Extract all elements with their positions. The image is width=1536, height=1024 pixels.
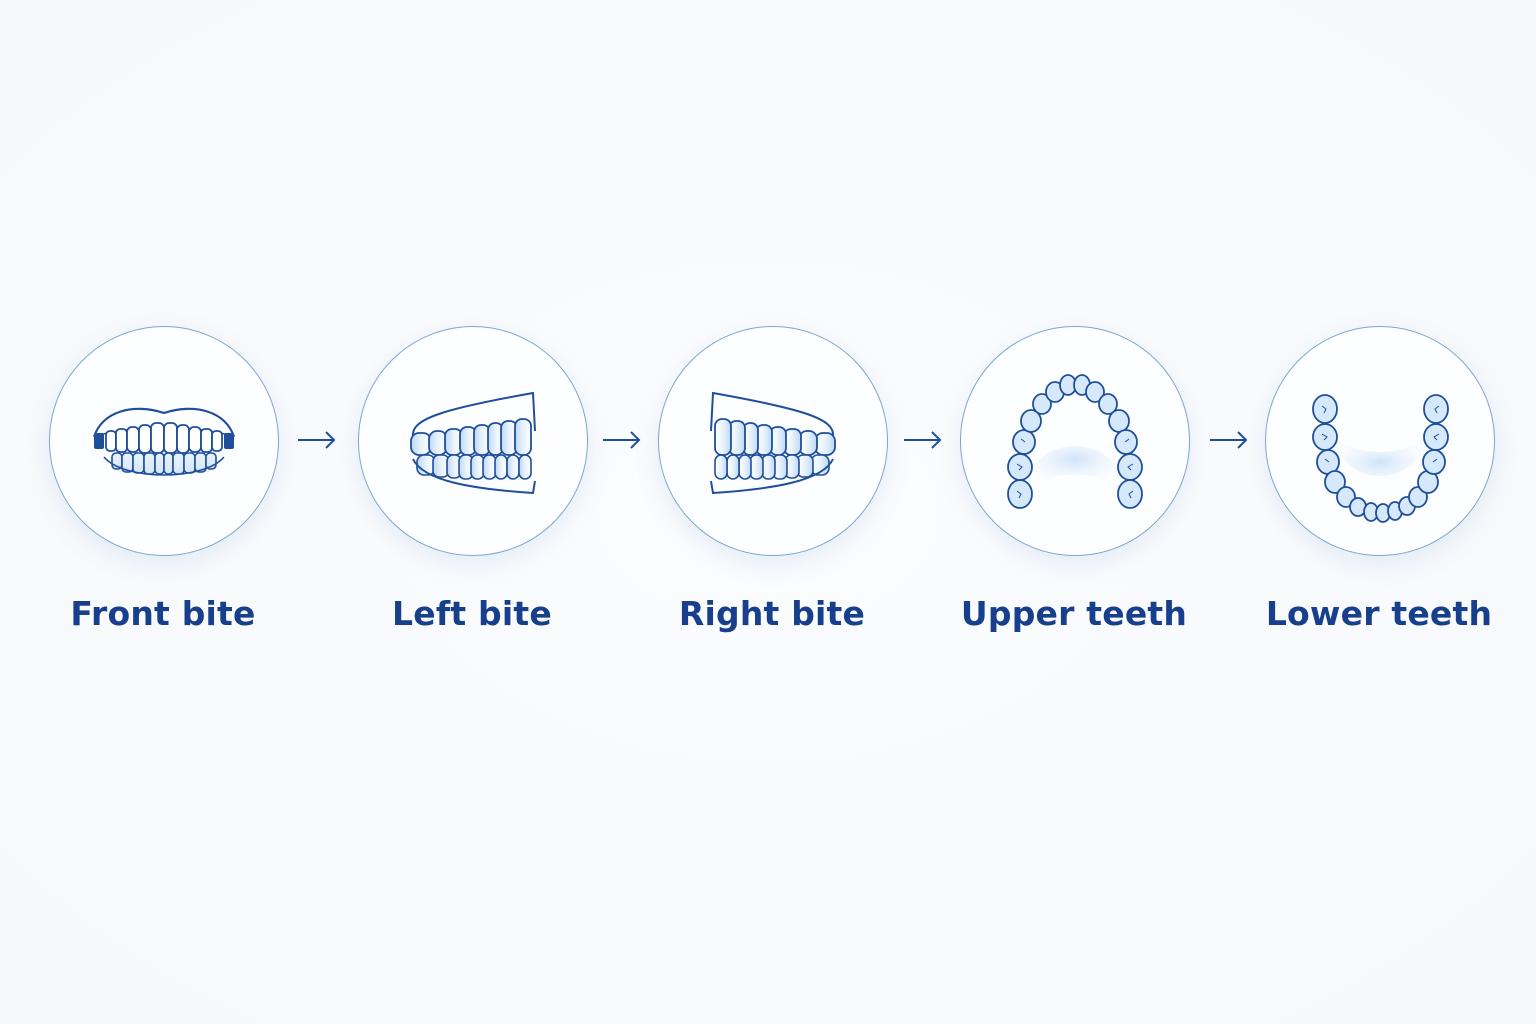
step-lower-teeth: Lower teeth (1265, 326, 1497, 656)
step-label: Right bite (678, 594, 866, 633)
step-circle (658, 326, 888, 556)
step-label: Upper teeth (960, 594, 1188, 633)
arrow-right-icon (900, 425, 946, 455)
step-left-bite: Left bite (358, 326, 590, 656)
upper-arch-icon (1007, 374, 1143, 509)
lower-arch-icon (1312, 394, 1449, 523)
arrow-right-icon (1206, 425, 1252, 455)
step-circle (49, 326, 279, 556)
step-circle (960, 326, 1190, 556)
step-label: Front bite (70, 594, 256, 633)
step-right-bite: Right bite (658, 326, 890, 656)
step-front-bite: Front bite (49, 326, 281, 656)
left-bite-icon (410, 391, 536, 495)
step-label: Left bite (392, 594, 552, 633)
step-upper-teeth: Upper teeth (960, 326, 1192, 656)
arrow-right-icon (294, 425, 340, 455)
step-circle (358, 326, 588, 556)
arrow-right-icon (599, 425, 645, 455)
right-bite-icon (710, 391, 836, 495)
step-label: Lower teeth (1265, 594, 1493, 633)
step-circle (1265, 326, 1495, 556)
front-bite-icon (92, 407, 236, 476)
